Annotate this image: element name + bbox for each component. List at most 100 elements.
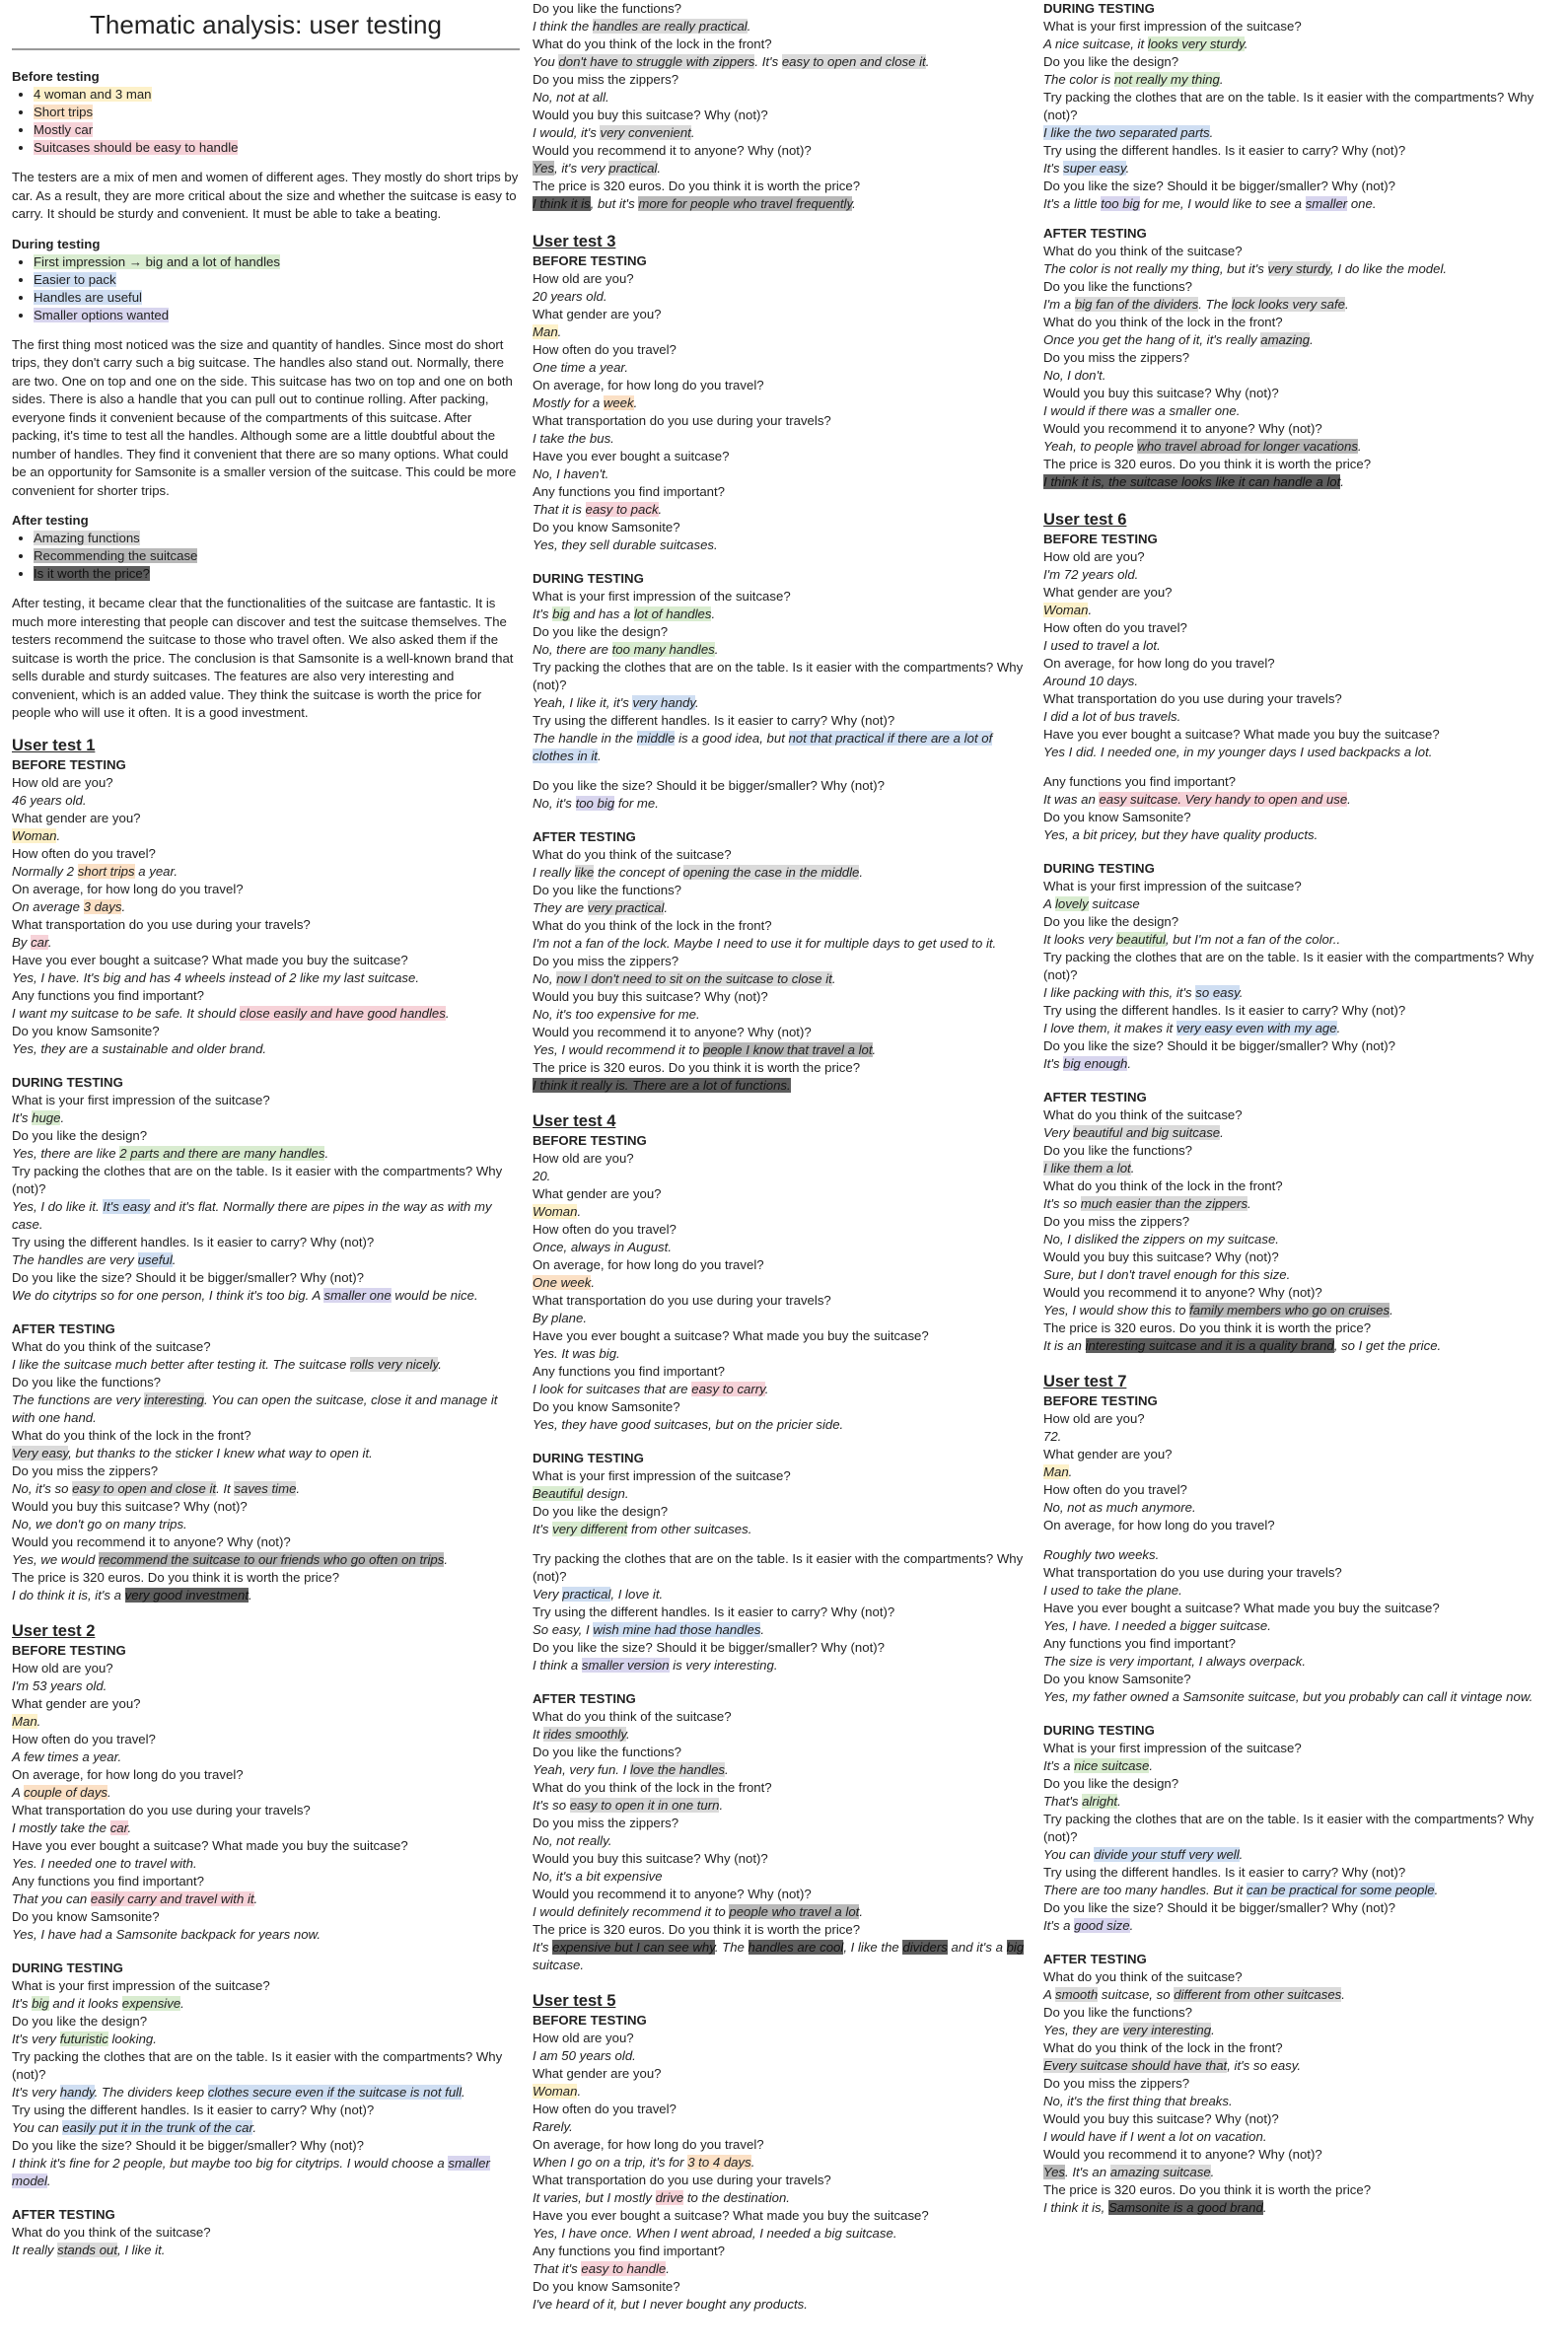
- highlighted-text: easy to handle: [581, 2261, 667, 2276]
- highlighted-text: nice suitcase: [1074, 1758, 1150, 1773]
- text-span: , I like the: [843, 1940, 903, 1955]
- text-span: It's: [533, 606, 553, 621]
- answer: Man.: [12, 1713, 520, 1731]
- question: Try using the different handles. Is it e…: [12, 1234, 520, 1251]
- text-span: .: [1310, 332, 1314, 347]
- answer: I'm not a fan of the lock. Maybe I need …: [533, 935, 1035, 953]
- text-span: Yes. I needed one to travel with.: [12, 1855, 197, 1871]
- answer: A few times a year.: [12, 1748, 520, 1766]
- phase-heading: BEFORE TESTING: [533, 1133, 647, 1148]
- text-span: The size is very important, I always ove…: [1043, 1654, 1307, 1669]
- text-span: How old are you?: [533, 2031, 634, 2045]
- question: The price is 320 euros. Do you think it …: [533, 1921, 1035, 1939]
- question: What gender are you?: [12, 810, 520, 827]
- question: On average, for how long do you travel?: [1043, 655, 1561, 673]
- highlighted-text: practical: [562, 1587, 611, 1602]
- text-span: No, it's too expensive for me.: [533, 1007, 700, 1022]
- answer: A smooth suitcase, so different from oth…: [1043, 1986, 1561, 2004]
- highlighted-text: Every suitcase should have that: [1043, 2058, 1228, 2073]
- highlighted-text: too big: [1101, 196, 1140, 211]
- highlighted-text: smaller version: [581, 1658, 670, 1673]
- answer: Yes, I have once. When I went abroad, I …: [533, 2225, 1035, 2243]
- text-span: is a good idea, but: [675, 731, 789, 746]
- answer: It really stands out, I like it.: [12, 2242, 520, 2259]
- text-span: It's: [1043, 1056, 1064, 1071]
- phase-heading: AFTER TESTING: [1043, 1952, 1147, 1966]
- text-span: .: [925, 54, 930, 69]
- answer: It's a good size.: [1043, 1917, 1561, 1935]
- text-span: On average, for how long do you travel?: [1043, 656, 1275, 671]
- text-span: Try using the different handles. Is it e…: [12, 1234, 375, 1249]
- question: Do you like the design?: [533, 623, 1035, 641]
- answer: I do think it is, it's a very good inves…: [12, 1587, 520, 1604]
- highlighted-text: now I don't need to sit on the suitcase …: [556, 971, 832, 986]
- question: What transportation do you use during yo…: [533, 1292, 1035, 1310]
- answer: I'm a big fan of the dividers. The lock …: [1043, 296, 1561, 314]
- answer: On average 3 days.: [12, 898, 520, 916]
- text-span: Do you know Samsonite?: [533, 520, 680, 535]
- answer: Woman.: [1043, 602, 1561, 619]
- answer: It's super easy.: [1043, 160, 1561, 178]
- text-span: Try packing the clothes that are on the …: [533, 660, 1024, 692]
- text-span: It is an: [1043, 1338, 1086, 1353]
- text-span: It really: [12, 2242, 58, 2257]
- text-span: No, not really.: [533, 1833, 612, 1848]
- text-span: I think it is,: [1043, 2200, 1108, 2215]
- text-span: On average: [12, 898, 84, 914]
- question: What is your first impression of the sui…: [12, 1977, 520, 1995]
- question: How often do you travel?: [533, 341, 1035, 359]
- question: Try using the different handles. Is it e…: [1043, 1864, 1561, 1882]
- question: What do you think of the suitcase?: [12, 2224, 520, 2242]
- text-span: I'm a: [1043, 297, 1075, 312]
- text-span: , I like it.: [117, 2242, 166, 2257]
- highlighted-text: short trips: [77, 863, 135, 879]
- text-span: . It's an: [1065, 2165, 1110, 2179]
- text-span: What gender are you?: [533, 1186, 662, 1201]
- text-span: Rarely.: [533, 2119, 573, 2134]
- text-span: is very interesting.: [669, 1658, 778, 1673]
- text-span: .: [1239, 985, 1244, 1000]
- text-span: No, there are: [533, 642, 612, 657]
- answer: It's big and it looks expensive.: [12, 1995, 520, 2013]
- text-span: Would you recommend it to anyone? Why (n…: [1043, 421, 1322, 436]
- spacer: [1043, 491, 1561, 507]
- answer: Yes I did. I needed one, in my younger d…: [1043, 744, 1561, 761]
- text-span: and it's flat. Normally there are pipes …: [12, 1198, 492, 1232]
- answer: I really like the concept of opening the…: [533, 864, 1035, 882]
- highlighted-text: easy to open and close it: [781, 54, 926, 69]
- question: What do you think of the suitcase?: [533, 1708, 1035, 1726]
- text-span: .: [557, 324, 562, 339]
- text-span: What gender are you?: [12, 810, 141, 825]
- text-span: to the destination.: [683, 2190, 790, 2205]
- text-span: What do you think of the suitcase?: [12, 2224, 211, 2240]
- text-span: What transportation do you use during yo…: [533, 1293, 831, 1308]
- highlighted-text: lock looks very safe: [1231, 297, 1345, 312]
- answer: Woman.: [533, 1203, 1035, 1221]
- question: The price is 320 euros. Do you think it …: [12, 1569, 520, 1587]
- text-span: suitcase, so: [1098, 1987, 1175, 2002]
- answer: No, we don't go on many trips.: [12, 1516, 520, 1533]
- answer: I would definitely recommend it to peopl…: [533, 1903, 1035, 1921]
- question: Have you ever bought a suitcase? What ma…: [533, 1327, 1035, 1345]
- text-span: Yes, we would: [12, 1551, 99, 1567]
- question: What gender are you?: [1043, 1446, 1561, 1463]
- text-span: Have you ever bought a suitcase? What ma…: [533, 1328, 929, 1343]
- text-span: .: [831, 971, 836, 986]
- text-span: .: [591, 1275, 596, 1290]
- text-span: .: [1117, 1794, 1121, 1809]
- text-span: .: [47, 934, 52, 950]
- answer: The handles are very useful.: [12, 1251, 520, 1269]
- highlighted-text: interesting: [144, 1391, 204, 1407]
- question: Would you recommend it to anyone? Why (n…: [533, 1886, 1035, 1903]
- highlighted-text: not really my thing: [1113, 72, 1220, 87]
- question: Do you like the size? Should it be bigge…: [1043, 1037, 1561, 1055]
- highlighted-text: car: [109, 1819, 128, 1835]
- answer: I like packing with this, it's so easy.: [1043, 984, 1561, 1002]
- text-span: and has a: [569, 606, 634, 621]
- text-span: What do you think of the lock in the fro…: [1043, 315, 1283, 329]
- answer: Yes, a bit pricey, but they have quality…: [1043, 826, 1561, 844]
- question: Do you like the design?: [12, 2013, 520, 2031]
- highlighted-text: interesting suitcase and it is a quality…: [1085, 1338, 1334, 1353]
- text-span: How old are you?: [533, 1151, 634, 1166]
